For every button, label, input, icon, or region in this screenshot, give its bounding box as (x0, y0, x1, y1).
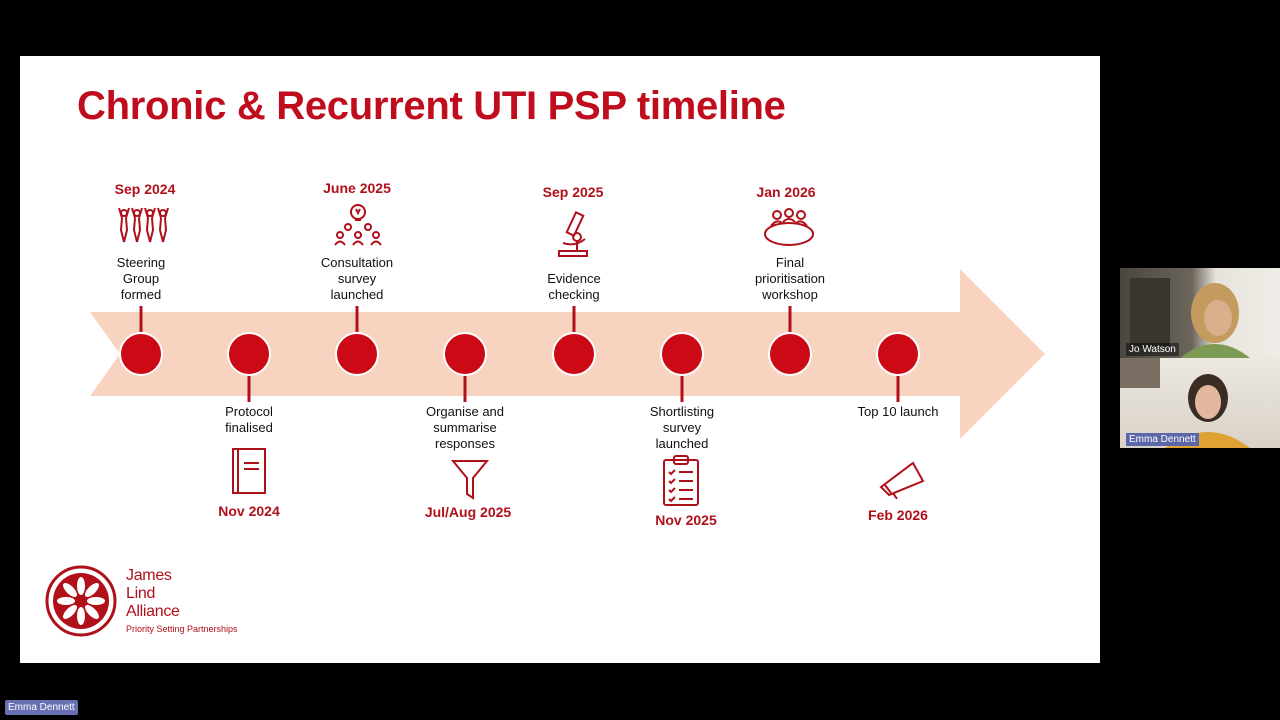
milestone-dot (768, 332, 812, 376)
milestone-label: Consultation survey launched (320, 255, 394, 302)
lightbulb-meeting-icon (334, 204, 382, 246)
milestone-label: Protocol finalised (225, 404, 273, 435)
megaphone-icon (879, 461, 925, 499)
milestone-date: Nov 2025 (655, 512, 717, 528)
people-group-icon (118, 207, 169, 243)
logo-text: James Lind Alliance Priority Setting Par… (126, 567, 238, 634)
milestone-date: Sep 2024 (114, 181, 176, 197)
participant-video-tile[interactable]: Jo Watson (1120, 268, 1280, 358)
james-lind-alliance-logo (45, 565, 117, 637)
funnel-icon (451, 460, 489, 500)
milestone-dot (335, 332, 379, 376)
microscope-icon (558, 211, 588, 257)
milestone-dot (227, 332, 271, 376)
logo-line: Lind (126, 585, 156, 602)
logo-tagline: Priority Setting Partnerships (126, 624, 238, 634)
logo-line: Alliance (126, 603, 180, 620)
milestone-date: Nov 2024 (218, 503, 280, 519)
milestone-date: Jul/Aug 2025 (424, 504, 512, 520)
milestone-label: Evidence checking (547, 271, 601, 302)
slide-title: Chronic & Recurrent UTI PSP timeline (77, 84, 786, 128)
milestone-label: Steering Group formed (116, 255, 166, 302)
milestone-dot (443, 332, 487, 376)
milestone-label: Final prioritisation workshop (754, 255, 826, 302)
participant-name: Emma Dennett (1126, 433, 1199, 446)
milestone-date: June 2025 (323, 180, 391, 196)
milestone-dot (552, 332, 596, 376)
clipboard-checklist-icon (663, 455, 699, 506)
participant-video (1130, 278, 1250, 358)
active-speaker-tag: Emma Dennett (5, 700, 78, 715)
milestone-dot (119, 332, 163, 376)
milestone-label: Shortlisting survey launched (649, 404, 715, 451)
timeline-graphic (90, 269, 1045, 439)
milestone-label: Top 10 launch (857, 404, 939, 419)
milestone-label: Organise and summarise responses (425, 404, 505, 451)
logo-line: James (126, 567, 172, 584)
document-icon (232, 448, 266, 494)
round-table-icon (764, 208, 814, 246)
milestone-dot (660, 332, 704, 376)
milestone-date: Jan 2026 (756, 184, 816, 200)
participant-name: Jo Watson (1126, 343, 1179, 356)
milestone-date: Sep 2025 (542, 184, 604, 200)
presentation-slide: Chronic & Recurrent UTI PSP timeline Sep… (20, 56, 1100, 663)
milestone-date: Feb 2026 (868, 507, 928, 523)
milestone-dot (876, 332, 920, 376)
participant-video-tile[interactable]: Emma Dennett (1120, 358, 1280, 448)
